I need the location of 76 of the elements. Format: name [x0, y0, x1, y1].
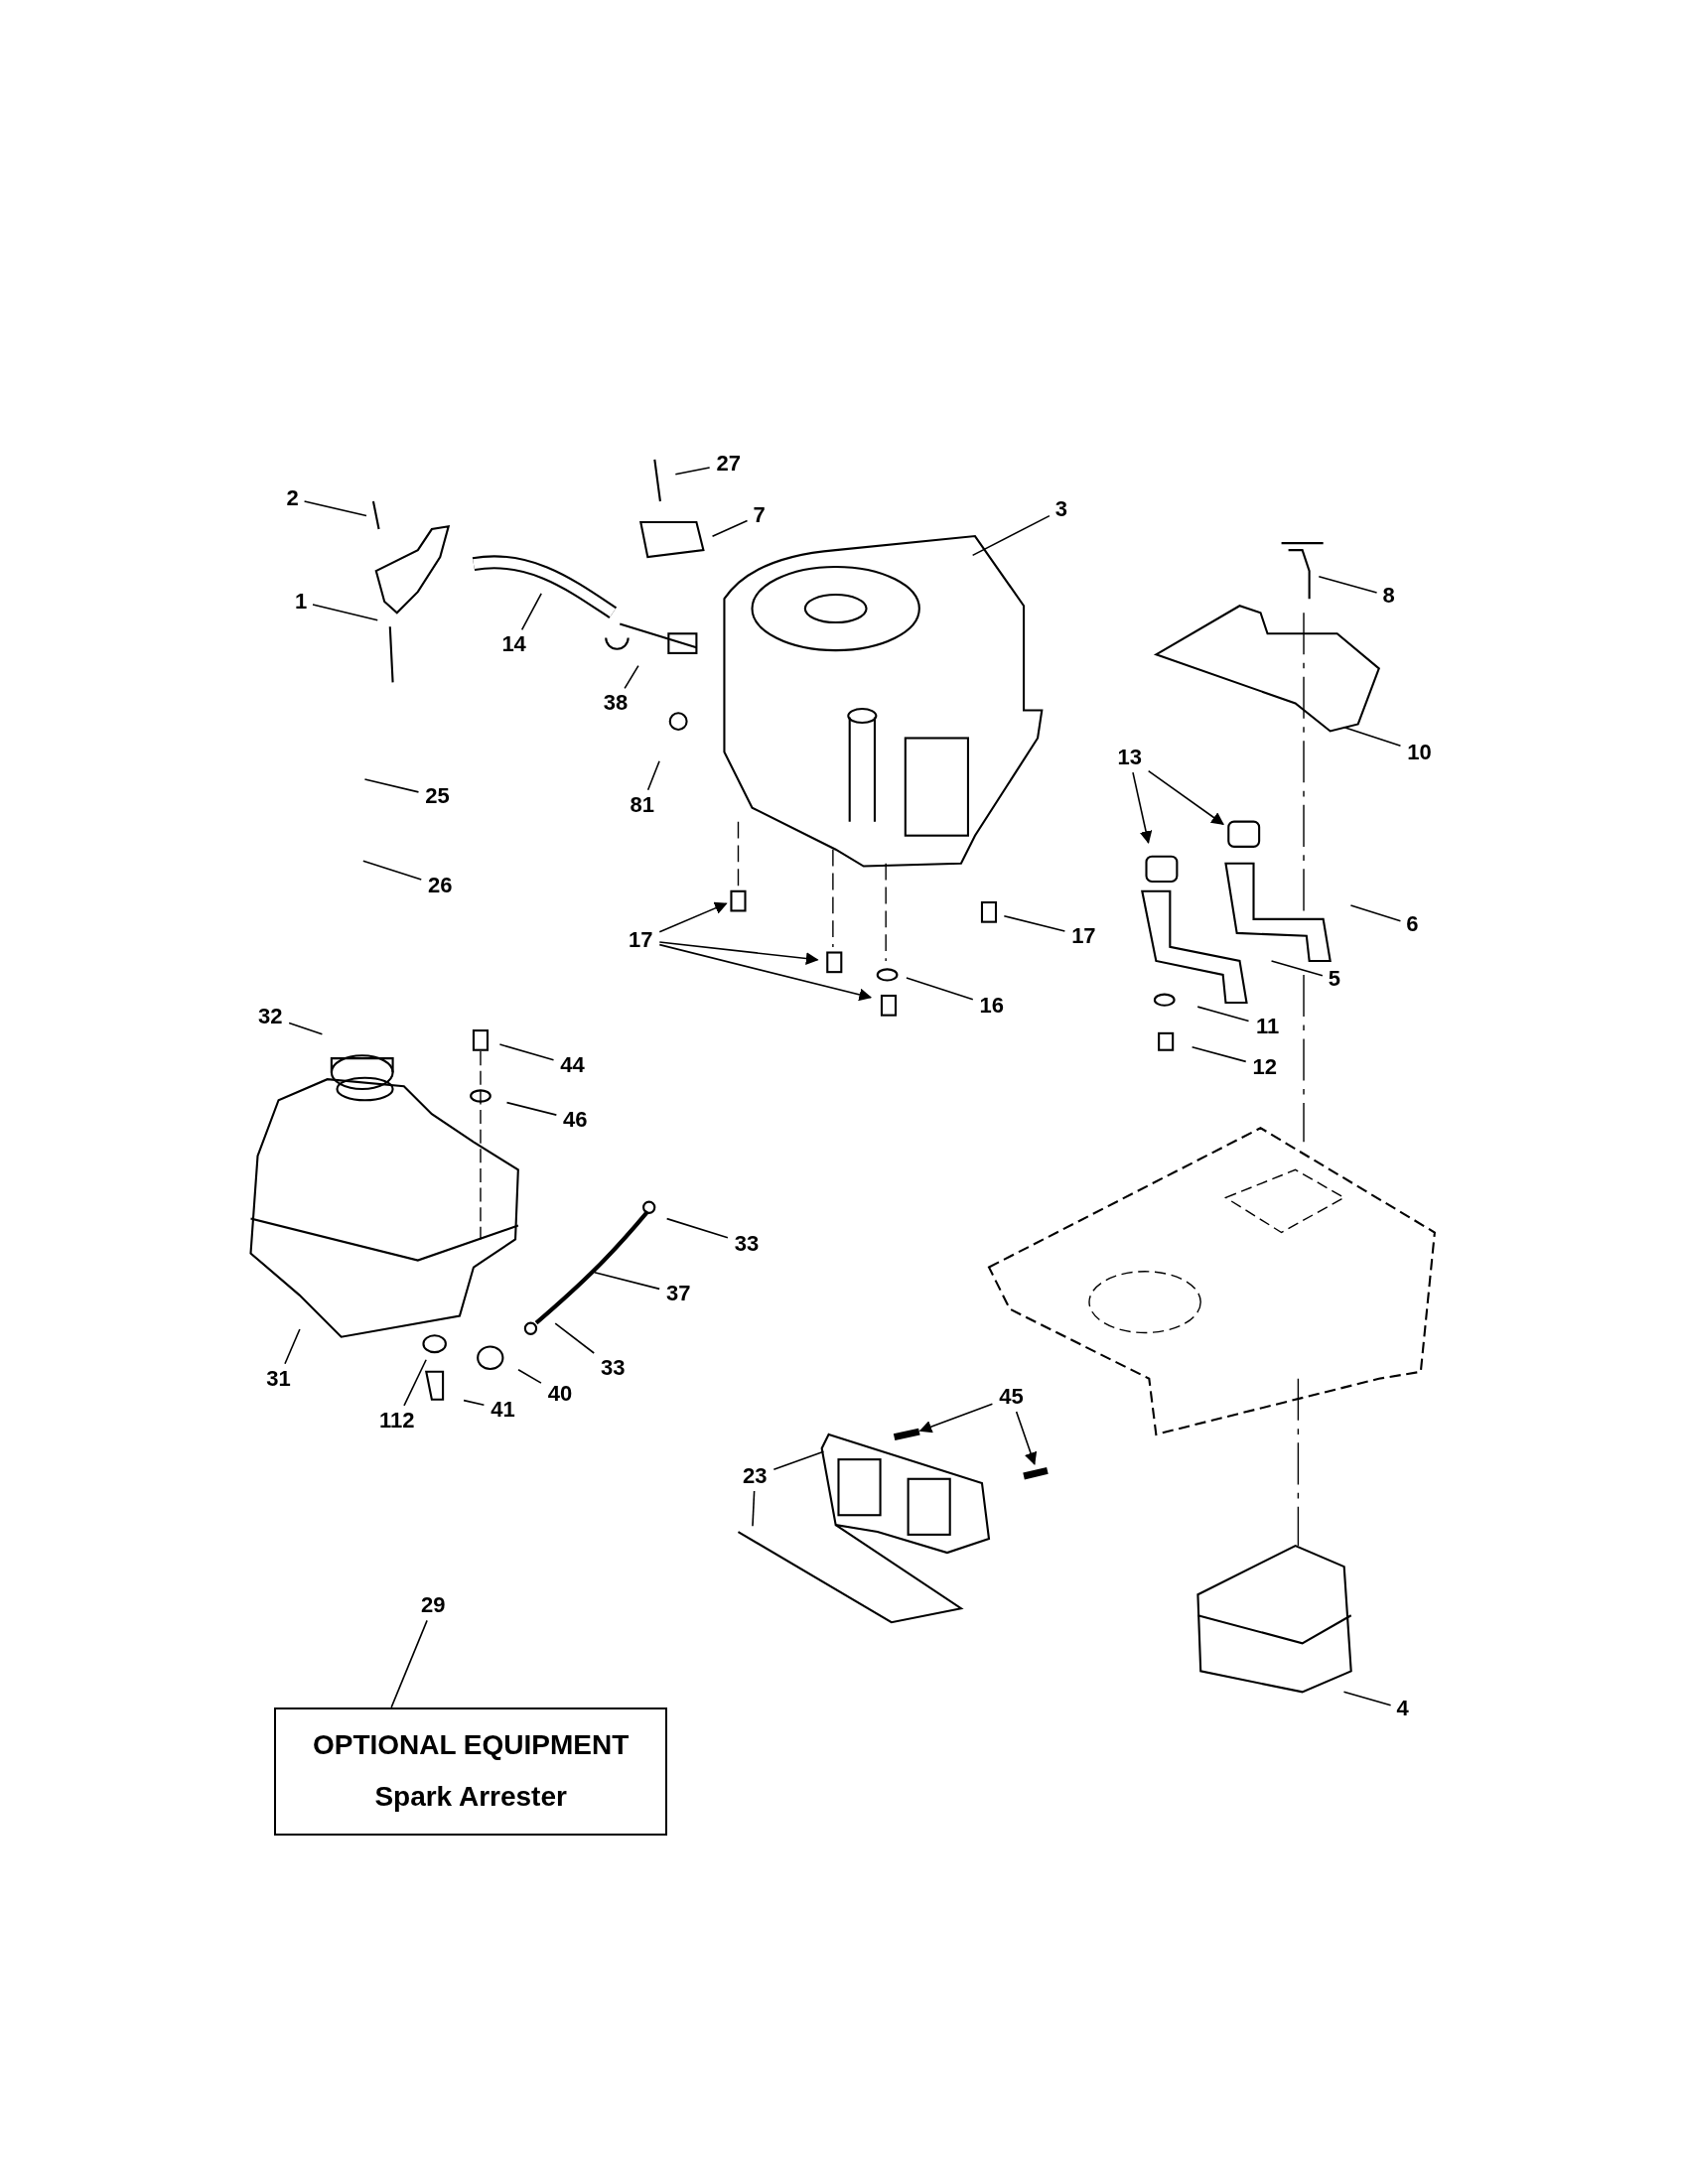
note-heading: OPTIONAL EQUIPMENT: [312, 1731, 630, 1760]
leader-line: [665, 1217, 729, 1239]
callout-number: 12: [1247, 1053, 1282, 1080]
leader-line: [520, 593, 542, 631]
leader-line: [1349, 904, 1402, 922]
callout-number: 33: [596, 1354, 631, 1381]
note-box: [274, 1706, 667, 1836]
callout-number: 26: [423, 873, 458, 899]
leader-line: [674, 467, 711, 476]
callout-number: 27: [711, 451, 746, 478]
callout-number: 32: [253, 1004, 288, 1030]
callout-number: 41: [486, 1396, 520, 1423]
callout-number: 10: [1402, 739, 1437, 765]
leader-line: [658, 943, 873, 1002]
callout-number: 1: [291, 589, 311, 614]
note-text: Spark Arrester: [374, 1783, 567, 1812]
callout-number: 33: [729, 1230, 764, 1257]
callout-number: 11: [1250, 1013, 1285, 1039]
callout-number: 17: [624, 926, 658, 953]
leader-line: [1147, 769, 1224, 826]
leader-line: [498, 1043, 555, 1061]
leader-line: [658, 901, 728, 933]
leader-line: [517, 1369, 542, 1384]
leader-line: [463, 1399, 486, 1407]
leader-line: [971, 514, 1051, 557]
callout-number: 14: [496, 631, 531, 658]
leader-line: [284, 1328, 301, 1365]
leader-line: [646, 760, 660, 791]
leader-line: [1318, 575, 1378, 594]
callout-number: 7: [749, 502, 770, 529]
leader-line: [594, 1272, 660, 1291]
callout-number: 40: [542, 1381, 577, 1408]
callout-number: 16: [974, 992, 1009, 1019]
callout-number: 45: [994, 1384, 1029, 1410]
leader-line: [906, 977, 974, 1001]
callout-number: 17: [1066, 922, 1101, 949]
leader-line: [1196, 1006, 1250, 1023]
callout-number: 112: [372, 1407, 421, 1433]
leader-line: [554, 1322, 596, 1354]
callout-number: 46: [558, 1106, 593, 1133]
leader-line: [918, 1403, 994, 1433]
callout-number: 37: [661, 1281, 696, 1307]
callout-number: 4: [1392, 1696, 1413, 1722]
callout-number: 2: [282, 485, 303, 512]
leader-line: [1270, 960, 1324, 977]
leader-line: [362, 860, 423, 881]
leader-line: [752, 1490, 756, 1528]
callout-number: 23: [738, 1462, 772, 1489]
leader-line: [711, 519, 749, 537]
leader-line: [312, 604, 379, 621]
callout-number: 25: [420, 783, 455, 810]
leader-line: [1342, 1691, 1392, 1706]
leader-line: [624, 664, 639, 690]
callout-number: 81: [625, 791, 659, 818]
callout-number: 5: [1324, 966, 1344, 993]
leader-line: [288, 1022, 324, 1035]
leader-line: [390, 1619, 428, 1708]
callout-number: 31: [261, 1365, 296, 1392]
leader-line: [1132, 771, 1153, 844]
callout-number: 38: [599, 690, 633, 717]
leader-line: [505, 1101, 558, 1116]
leader-line: [1003, 914, 1066, 932]
leader-line: [658, 941, 819, 965]
leader-line: [1015, 1411, 1038, 1465]
callout-number: 8: [1378, 583, 1399, 610]
callout-number: 29: [416, 1592, 451, 1619]
leader-line: [1342, 726, 1402, 748]
callout-number: 3: [1051, 496, 1071, 523]
leader-line: [772, 1450, 825, 1470]
callout-number: 6: [1402, 911, 1423, 938]
callout-number: 44: [555, 1052, 590, 1079]
leader-line: [403, 1358, 427, 1407]
callout-number: 13: [1112, 745, 1147, 771]
leader-line: [1191, 1045, 1247, 1063]
leader-line: [303, 500, 367, 517]
leader-line: [363, 778, 420, 793]
